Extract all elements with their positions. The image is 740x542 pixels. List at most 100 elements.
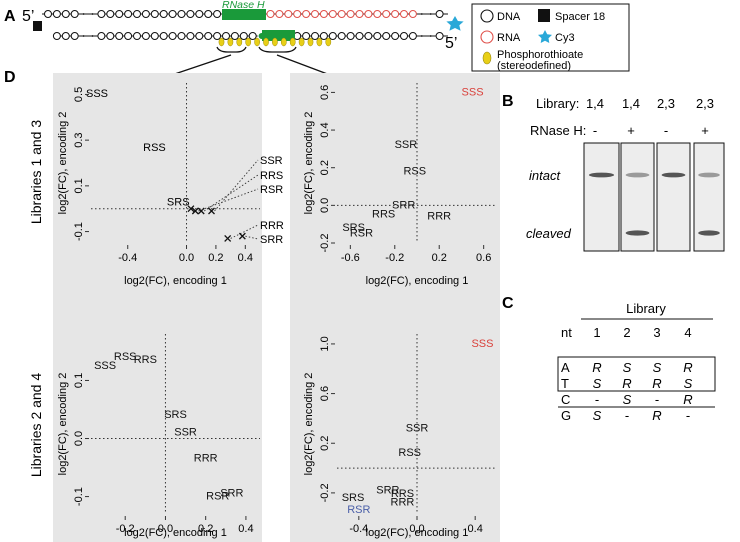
top-nucleotide — [284, 10, 293, 18]
bracket-right — [258, 46, 297, 53]
phosphorothioate-legend-icon — [482, 51, 492, 65]
top-nucleotide — [328, 10, 337, 18]
linker-dot — [82, 13, 85, 15]
point-marker-srs — [187, 205, 195, 213]
top-nucleotide — [150, 10, 159, 18]
y-tick-label: 0.1 — [73, 373, 85, 388]
top-nucleotide — [266, 10, 275, 18]
x-tick-label: 0.0 — [158, 523, 173, 535]
point-label-rss: RSS — [403, 165, 426, 177]
bottom-nucleotide — [328, 32, 337, 40]
phosphorothioate-mark — [289, 37, 296, 47]
lane-library-label: 1,4 — [622, 96, 640, 111]
x-tick-label: -0.2 — [385, 252, 404, 264]
table-row-nt: G — [561, 408, 571, 423]
legend-box: DNA Spacer 18 RNA Cy3 Phosphorothioate (… — [471, 3, 630, 72]
table-cell: S — [593, 376, 602, 391]
cleaved-band — [625, 230, 650, 236]
dna-legend-icon — [480, 9, 494, 23]
spacer-block — [33, 21, 42, 31]
y-tick-label: -0.2 — [319, 483, 331, 502]
panel-label-d: D — [4, 69, 16, 86]
table-row-nt: A — [561, 360, 570, 375]
top-nucleotide — [319, 10, 328, 18]
top-nucleotide — [186, 10, 195, 18]
bottom-nucleotide — [408, 32, 417, 40]
panel-label-c: C — [502, 295, 514, 312]
table-cell: S — [623, 360, 632, 375]
rnase-h-box — [222, 9, 266, 20]
y-tick-label: -0.1 — [73, 487, 85, 506]
top-nucleotide — [311, 10, 319, 18]
y-axis-label: log2(FC), encoding 2 — [57, 112, 69, 215]
table-cell: S — [623, 392, 632, 407]
gel-lane — [583, 142, 620, 252]
top-nucleotide — [124, 10, 133, 18]
point-marker-ssr — [208, 207, 215, 215]
point-label-rsr: RSR — [206, 490, 229, 502]
table-cell: R — [683, 360, 692, 375]
table-cell: S — [593, 408, 602, 423]
top-nucleotide — [61, 10, 70, 18]
linker-dot — [91, 13, 94, 15]
bottom-nucleotide — [311, 32, 319, 40]
point-label-rrr: RRR — [391, 497, 415, 509]
spacer-legend-icon — [538, 9, 550, 22]
cleaved-band — [698, 230, 720, 236]
linker-dot — [420, 35, 423, 37]
bottom-strand — [52, 32, 448, 40]
gel-lane — [656, 142, 691, 252]
legend-cy3: Cy3 — [555, 32, 575, 44]
point-label-sss: SSS — [86, 88, 108, 100]
top-nucleotide — [391, 10, 400, 18]
x-tick-label: -0.4 — [349, 523, 368, 535]
bottom-nucleotide — [364, 32, 373, 40]
phosphorothioate-mark — [236, 37, 243, 47]
legend-phosphorothioate: Phosphorothioate — [497, 49, 583, 61]
lane-rnase-label: + — [701, 123, 709, 138]
point-label-sss: SSS — [471, 338, 493, 350]
bottom-nucleotide — [70, 32, 79, 40]
phosphorothioate-marks — [218, 37, 332, 47]
phosphorothioate-mark — [272, 37, 278, 47]
top-nucleotide — [141, 10, 150, 18]
cy3-star — [446, 16, 464, 31]
table-row-nt: T — [561, 376, 569, 391]
top-nucleotide — [177, 10, 186, 18]
point-label-rsr: RSR — [350, 227, 373, 239]
linker-dot — [420, 13, 423, 15]
rna-legend-icon — [480, 30, 494, 44]
lane-library-label: 2,3 — [696, 96, 714, 111]
bottom-nucleotide — [355, 32, 364, 40]
top-nucleotide — [275, 10, 284, 18]
point-label-rrs: RRS — [260, 170, 283, 182]
x-tick-label: -0.6 — [341, 252, 360, 264]
table-cell: R — [683, 392, 692, 407]
top-nucleotide — [133, 10, 141, 18]
bottom-nucleotide — [124, 32, 133, 40]
top-nucleotide — [355, 10, 364, 18]
bottom-nucleotide — [133, 32, 141, 40]
table-title: Library — [626, 301, 666, 316]
bottom-nucleotide — [141, 32, 150, 40]
phosphorothioate-mark — [325, 37, 332, 47]
point-label-rss: RSS — [114, 351, 137, 363]
rnase-h-label: RNase H — [222, 0, 265, 11]
y-tick-label: 0.2 — [319, 436, 331, 451]
intact-label: intact — [529, 168, 561, 183]
table-cell: - — [686, 408, 690, 423]
top-nucleotide — [195, 10, 204, 18]
point-label-sss: SSS — [462, 86, 484, 98]
top-nucleotide — [70, 10, 79, 18]
cleaved-label: cleaved — [526, 226, 572, 241]
linker-dot — [82, 35, 85, 37]
y-axis-label: log2(FC), encoding 2 — [57, 373, 69, 476]
x-tick-label: 0.4 — [238, 523, 253, 535]
point-label-srs: SRS — [342, 492, 365, 504]
top-nucleotide — [213, 10, 222, 18]
bottom-nucleotide — [177, 32, 186, 40]
bracket-left — [216, 46, 247, 53]
